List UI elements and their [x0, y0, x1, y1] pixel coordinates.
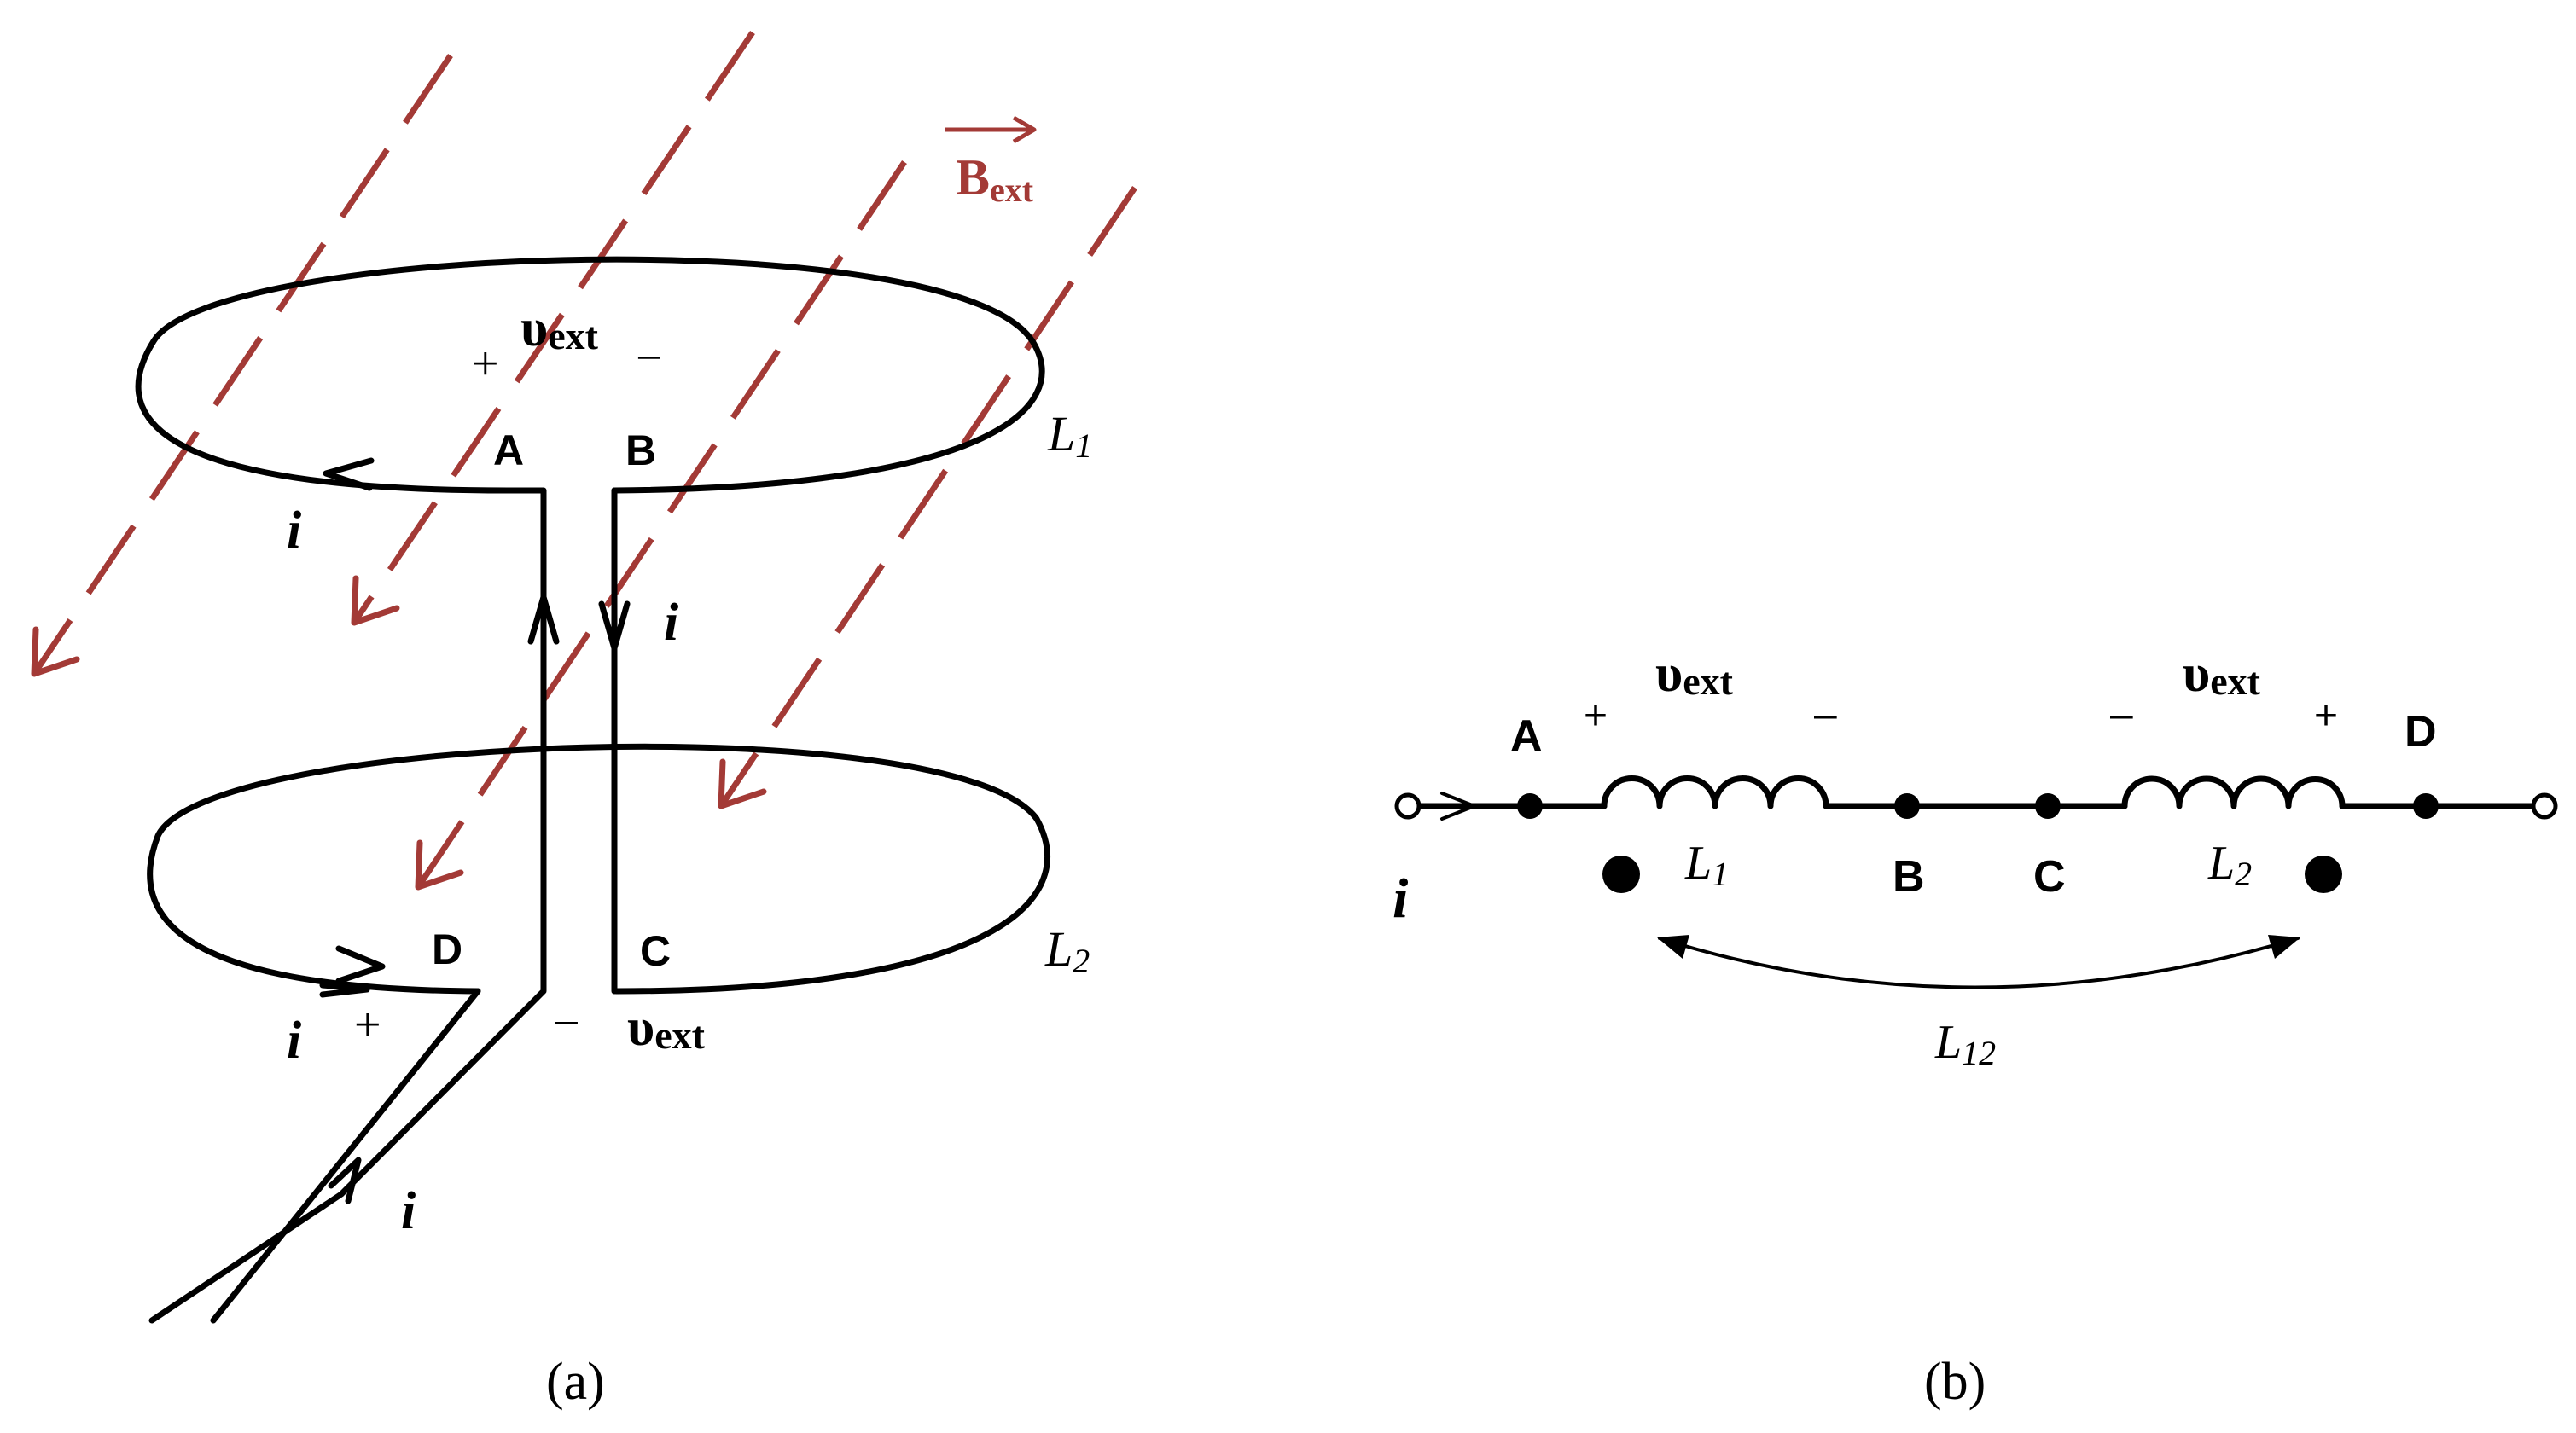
node-label-a: A — [1510, 711, 1543, 761]
current-label: i — [287, 502, 301, 560]
field-line — [718, 186, 1137, 808]
inductor-label-l1: L — [1684, 837, 1712, 890]
field-label-subscript: ext — [990, 171, 1034, 209]
terminal-left — [1394, 792, 1422, 820]
node-label-b: B — [625, 426, 656, 474]
plus-sign-l1: + — [1584, 693, 1608, 739]
inductor-subscript-l1: 1 — [1075, 426, 1092, 465]
voltage-subscript-l2: ext — [654, 1013, 705, 1057]
voltage-label-l2: υ — [2183, 645, 2210, 703]
svg-text:L1: L1 — [1684, 837, 1729, 893]
loop-l2 — [147, 743, 1050, 995]
svg-text:L1: L1 — [1047, 406, 1092, 465]
current-arrow — [328, 1157, 362, 1204]
current-arrow — [323, 457, 375, 491]
node-label-d: D — [432, 925, 462, 973]
node-dot-b — [1894, 793, 1920, 819]
current-label: i — [664, 594, 678, 652]
plus-sign-l2: + — [2314, 693, 2338, 739]
mutual-arrowhead-right — [2268, 935, 2300, 959]
current-arrow — [335, 945, 386, 984]
field-label: Bext — [945, 115, 1037, 209]
voltage-label-l1: υ — [520, 299, 548, 357]
current-label: i — [287, 1012, 301, 1070]
minus-sign-l2: – — [2110, 692, 2133, 737]
inductor-label-l1: L — [1047, 406, 1075, 461]
field-arrowhead — [351, 575, 400, 626]
field-line — [352, 31, 755, 624]
svg-text:Bext: Bext — [956, 149, 1034, 209]
field-arrowheads — [31, 575, 767, 891]
voltage-subscript-l1: ext — [1683, 659, 1733, 703]
plus-sign-l1: + — [472, 338, 499, 391]
field-lines — [32, 31, 1137, 889]
node-label-a: A — [493, 426, 524, 474]
polarity-dot-l2 — [2305, 856, 2342, 893]
lead-wire-d — [210, 988, 481, 1324]
inductor-subscript-l1: 1 — [1712, 855, 1729, 893]
inductor-subscript-l2: 2 — [1073, 942, 1090, 980]
mutual-label: L — [1934, 1016, 1962, 1069]
current-label: i — [1393, 867, 1409, 930]
svg-text:υext: υext — [627, 999, 706, 1057]
mutual-subscript: 12 — [1962, 1034, 1996, 1072]
inductor-coil-l1 — [1601, 775, 1829, 809]
field-arrowhead — [415, 839, 464, 891]
voltage-label-l2: υ — [627, 999, 654, 1057]
field-arrowhead — [31, 626, 80, 677]
panel-a: Bext υext + − A B C D L1 — [31, 31, 1137, 1411]
node-dot-d — [2413, 793, 2439, 819]
caption-b: (b) — [1924, 1353, 1986, 1411]
caption-a: (a) — [546, 1353, 605, 1411]
voltage-label-l1: υ — [1655, 645, 1683, 703]
inductor-label-l2: L — [1044, 921, 1073, 977]
inductor-coil-l2 — [2121, 775, 2346, 809]
minus-sign-l1: − — [636, 332, 663, 385]
inductor-label-l2: L — [2207, 837, 2235, 890]
svg-text:L12: L12 — [1934, 1016, 1996, 1072]
svg-text:L2: L2 — [2207, 837, 2252, 893]
loop-l1 — [135, 256, 1045, 494]
field-line — [32, 54, 453, 676]
node-label-d: D — [2404, 707, 2437, 757]
voltage-subscript-l2: ext — [2210, 659, 2260, 703]
inductor-subscript-l2: 2 — [2235, 855, 2252, 893]
current-arrow — [527, 594, 560, 645]
current-arrow — [598, 600, 631, 652]
current-arrow — [319, 982, 370, 998]
mutual-arrow — [1658, 937, 2300, 989]
svg-text:υext: υext — [520, 299, 599, 357]
minus-sign-l1: – — [1814, 692, 1837, 737]
field-arrowhead — [718, 758, 767, 809]
polarity-dot-l1 — [1602, 856, 1640, 893]
node-label-c: C — [640, 927, 671, 975]
field-line — [416, 160, 907, 889]
current-arrow — [1440, 792, 1476, 821]
voltage-subscript-l1: ext — [548, 314, 598, 357]
field-label-symbol: B — [956, 149, 990, 206]
svg-text:υext: υext — [1655, 645, 1734, 703]
panel-b: A B C D υext υext + – – + L1 L2 i L12 — [1393, 645, 2558, 1411]
mutual-arrowhead-left — [1657, 935, 1689, 959]
node-label-c: C — [2033, 852, 2066, 902]
plus-sign-l2: + — [354, 999, 381, 1052]
node-dot-c — [2035, 793, 2061, 819]
minus-sign-l2: − — [553, 997, 580, 1050]
node-dot-a — [1517, 793, 1543, 819]
svg-text:L2: L2 — [1044, 921, 1090, 980]
svg-text:υext: υext — [2183, 645, 2261, 703]
terminal-right — [2531, 792, 2558, 820]
current-label: i — [401, 1182, 416, 1240]
node-label-b: B — [1893, 852, 1925, 902]
